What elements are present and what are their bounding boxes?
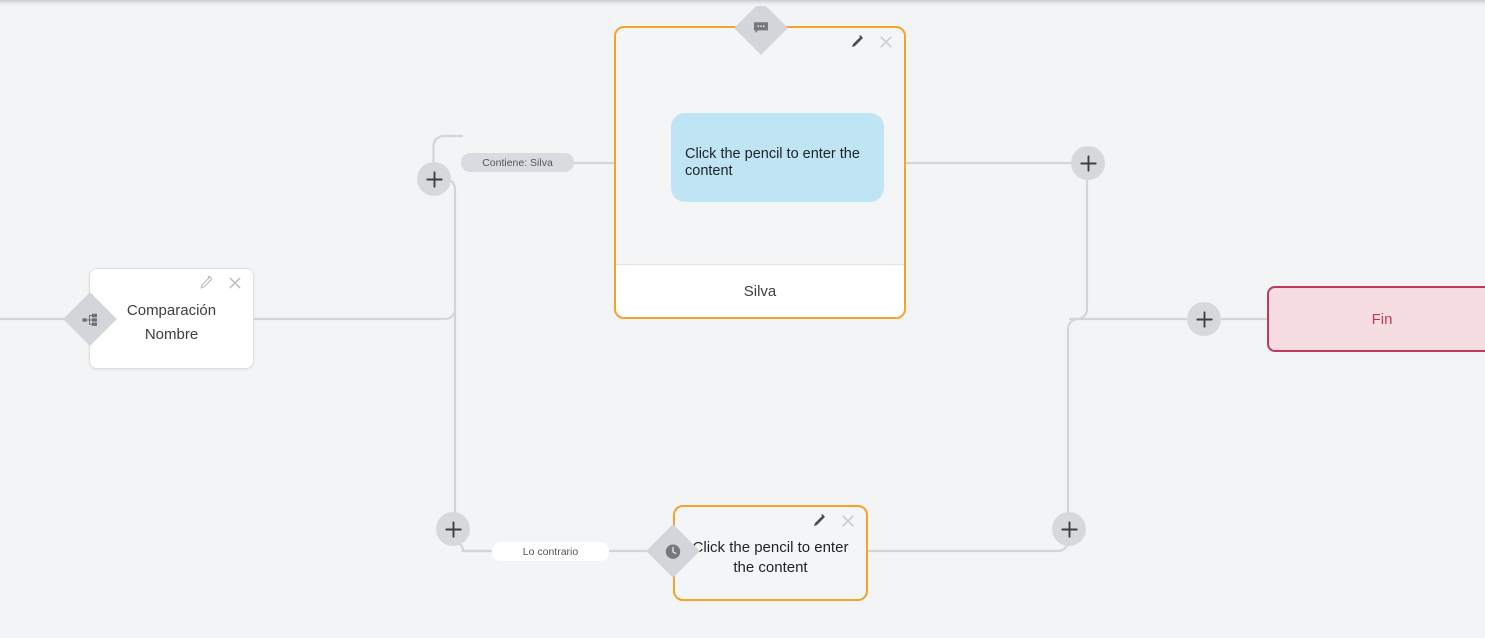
node-message-footer: Silva	[616, 264, 904, 317]
node-wait[interactable]: Click the pencil to enter the content	[673, 505, 868, 601]
add-node-true-branch-button[interactable]	[417, 162, 451, 196]
node-comparison-tools	[197, 275, 243, 291]
edge-label-true[interactable]: Contiene: Silva	[461, 153, 574, 172]
node-message-tools	[848, 34, 894, 50]
plus-icon	[1060, 520, 1078, 538]
message-icon[interactable]	[734, 1, 788, 55]
node-end-label: Fin	[1371, 310, 1393, 328]
add-node-after-wait-button[interactable]	[1052, 512, 1086, 546]
close-icon[interactable]	[840, 513, 856, 529]
node-comparison-subtitle: Nombre	[144, 326, 199, 343]
node-message[interactable]: Click the pencil to enter the content Si…	[614, 26, 906, 319]
branch-icon[interactable]	[63, 292, 117, 346]
add-node-false-branch-button[interactable]	[436, 512, 470, 546]
node-end[interactable]: Fin	[1267, 286, 1485, 352]
add-node-after-message-button[interactable]	[1071, 146, 1105, 180]
plus-icon	[444, 520, 462, 538]
pencil-icon[interactable]	[848, 34, 864, 50]
pencil-icon[interactable]	[810, 513, 826, 529]
close-icon[interactable]	[227, 275, 243, 291]
message-bubble[interactable]: Click the pencil to enter the content	[671, 113, 884, 202]
node-wait-tools	[810, 513, 856, 529]
clock-icon[interactable]	[646, 524, 700, 578]
node-message-body: Click the pencil to enter the content	[616, 28, 904, 264]
add-node-before-end-button[interactable]	[1187, 302, 1221, 336]
node-wait-text: Click the pencil to enter the content	[692, 539, 849, 576]
window-top-shadow	[0, 0, 1485, 6]
node-comparison-title: Comparación	[126, 302, 217, 319]
plus-icon	[425, 170, 443, 188]
plus-icon	[1195, 310, 1213, 328]
close-icon[interactable]	[878, 34, 894, 50]
pencil-icon[interactable]	[197, 275, 213, 291]
plus-icon	[1079, 154, 1097, 172]
edge-label-false[interactable]: Lo contrario	[492, 542, 609, 561]
